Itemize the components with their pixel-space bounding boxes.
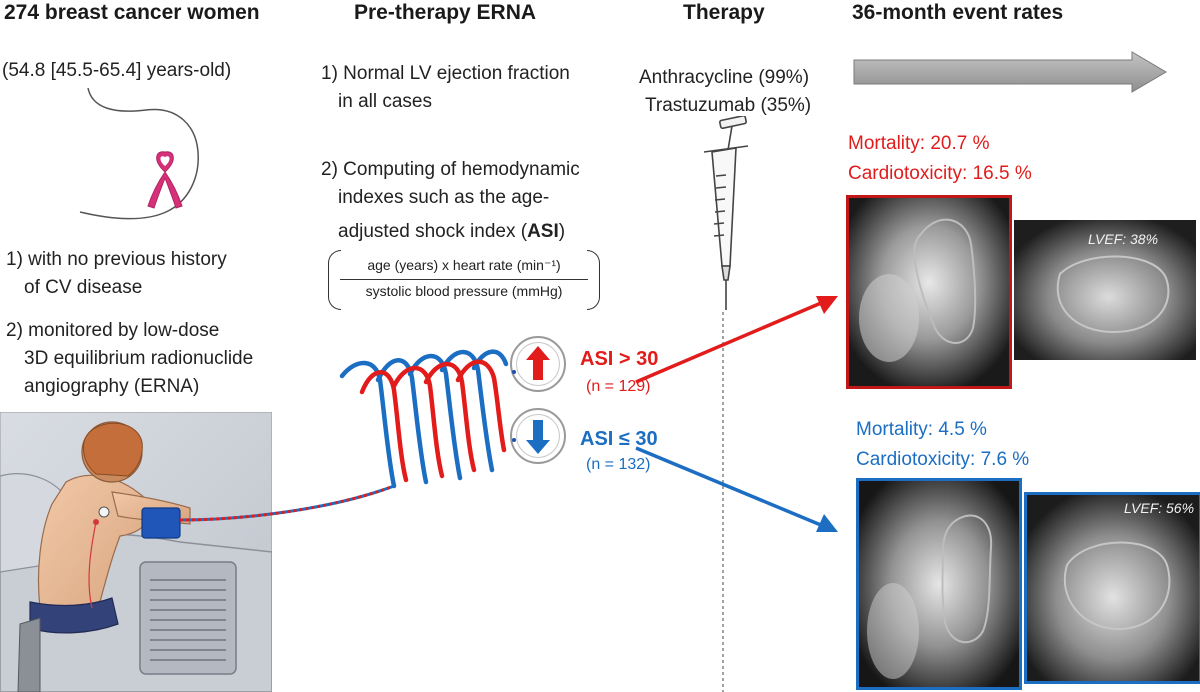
erna-point-2-line-3: adjusted shock index (ASI) <box>338 219 565 245</box>
low-lvef-label: LVEF: 56% <box>1124 500 1195 516</box>
criteria-2-line-1: 2) monitored by low-dose <box>6 320 220 341</box>
cuff-tube-line <box>180 484 395 522</box>
asi-abbreviation: ASI <box>527 221 559 242</box>
low-erna-scan-1 <box>856 478 1022 690</box>
criteria-2-line-3: angiography (ERNA) <box>24 376 200 397</box>
criteria-1-line-1: 1) with no previous history <box>6 249 227 270</box>
high-cardiotoxicity: Cardiotoxicity: 16.5 % <box>848 163 1032 184</box>
low-cardiotoxicity: Cardiotoxicity: 7.6 % <box>856 449 1030 470</box>
erna-point-2-line-2: indexes such as the age- <box>338 187 550 208</box>
formula-fraction-bar <box>340 279 588 280</box>
erna-point-1-line-1: 1) Normal LV ejection fraction <box>321 63 570 84</box>
high-erna-scan-1 <box>846 195 1012 389</box>
asi-low-count: (n = 132) <box>586 456 651 473</box>
asi-formula: age (years) x heart rate (min⁻¹) systoli… <box>328 250 600 310</box>
high-erna-scan-2 <box>1014 220 1196 360</box>
formula-denominator: systolic blood pressure (mmHg) <box>365 283 563 299</box>
therapy-drug-1: Anthracycline (99%) <box>639 67 810 88</box>
asi-definition-text: adjusted shock index ( <box>338 221 528 242</box>
criteria-2-line-2: 3D equilibrium radionuclide <box>24 348 254 369</box>
erna-point-2-line-1: 2) Computing of hemodynamic <box>321 159 580 180</box>
timeline-arrow-icon <box>853 51 1167 93</box>
syringe-icon <box>703 116 749 310</box>
criteria-1-line-2: of CV disease <box>24 277 143 298</box>
header-pretherapy: Pre-therapy ERNA <box>354 1 537 24</box>
age-text: (54.8 [45.5-65.4] years-old) <box>2 60 232 81</box>
low-mortality: Mortality: 4.5 % <box>856 419 987 440</box>
header-therapy: Therapy <box>683 1 765 24</box>
patient-illustration <box>0 412 272 692</box>
asi-low-label: ASI ≤ 30 <box>580 428 658 450</box>
pressure-waveform <box>339 349 509 489</box>
header-event-rates: 36-month event rates <box>852 1 1064 24</box>
high-risk-arrow <box>635 296 838 384</box>
asi-close-paren: ) <box>558 221 566 242</box>
header-population: 274 breast cancer women <box>4 1 260 24</box>
breast-cancer-ribbon-icon <box>147 151 183 209</box>
asi-high-count: (n = 129) <box>586 378 651 395</box>
erna-point-1-line-2: in all cases <box>338 91 432 112</box>
high-lvef-label: LVEF: 38% <box>1088 231 1159 247</box>
high-mortality: Mortality: 20.7 % <box>848 133 990 154</box>
formula-numerator: age (years) x heart rate (min⁻¹) <box>367 257 561 273</box>
silhouette-outline <box>79 87 199 220</box>
arrow-up-dial-icon <box>510 336 566 392</box>
low-risk-arrow <box>635 446 838 532</box>
therapy-drug-2: Trastuzumab (35%) <box>645 95 812 116</box>
asi-high-label: ASI > 30 <box>580 348 659 370</box>
arrow-down-dial-icon <box>510 408 566 464</box>
low-erna-scan-2 <box>1024 492 1200 684</box>
